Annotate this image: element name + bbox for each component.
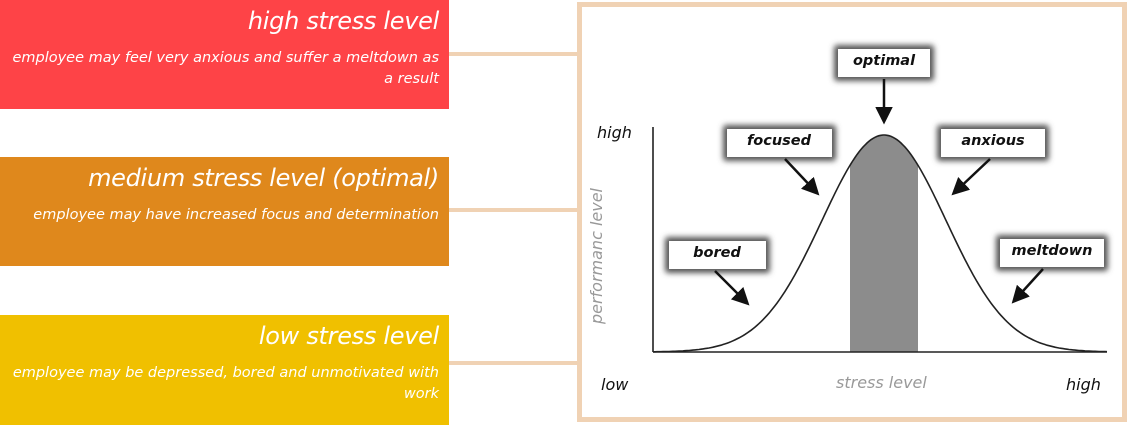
high-stress-panel: high stress level employee may feel very… bbox=[0, 0, 449, 109]
high-stress-description: employee may feel very anxious and suffe… bbox=[12, 50, 439, 87]
stress-performance-diagram: optimal focused anxious bored meltdown h… bbox=[577, 2, 1127, 422]
low-stress-title: low stress level bbox=[258, 322, 439, 350]
anxious-arrow bbox=[951, 158, 991, 196]
medium-connector bbox=[449, 208, 579, 212]
anxious-label: anxious bbox=[961, 133, 1025, 149]
meltdown-arrow bbox=[1011, 268, 1044, 304]
y-axis-high-label: high bbox=[597, 123, 632, 142]
bored-label: bored bbox=[693, 245, 741, 261]
optimal-label: optimal bbox=[852, 53, 916, 69]
high-stress-title: high stress level bbox=[247, 7, 439, 35]
high-connector bbox=[449, 52, 579, 56]
bored-arrow bbox=[714, 270, 750, 306]
anxious-label-box bbox=[937, 125, 1049, 161]
bored-label-box bbox=[665, 237, 770, 273]
medium-stress-panel: medium stress level (optimal) employee m… bbox=[0, 157, 449, 266]
y-axis-title: performanc level bbox=[587, 187, 606, 325]
x-axis-low-label: low bbox=[601, 375, 629, 394]
medium-stress-description: employee may have increased focus and de… bbox=[33, 207, 439, 223]
optimal-label-box bbox=[834, 45, 934, 81]
focused-label-box bbox=[723, 125, 836, 161]
meltdown-label-box bbox=[996, 235, 1108, 271]
low-stress-panel: low stress level employee may be depress… bbox=[0, 315, 449, 425]
focused-arrow bbox=[784, 158, 820, 196]
focused-label: focused bbox=[746, 133, 812, 149]
bell-curve bbox=[653, 134, 1108, 353]
optimal-band bbox=[850, 135, 918, 352]
x-axis-title: stress level bbox=[836, 373, 927, 392]
low-connector bbox=[449, 361, 579, 365]
meltdown-label: meltdown bbox=[1011, 243, 1093, 259]
low-stress-description: employee may be depressed, bored and unm… bbox=[12, 365, 439, 402]
x-axis-high-label: high bbox=[1066, 375, 1101, 394]
diagram-canvas bbox=[652, 45, 1108, 353]
medium-stress-title: medium stress level (optimal) bbox=[88, 164, 439, 192]
